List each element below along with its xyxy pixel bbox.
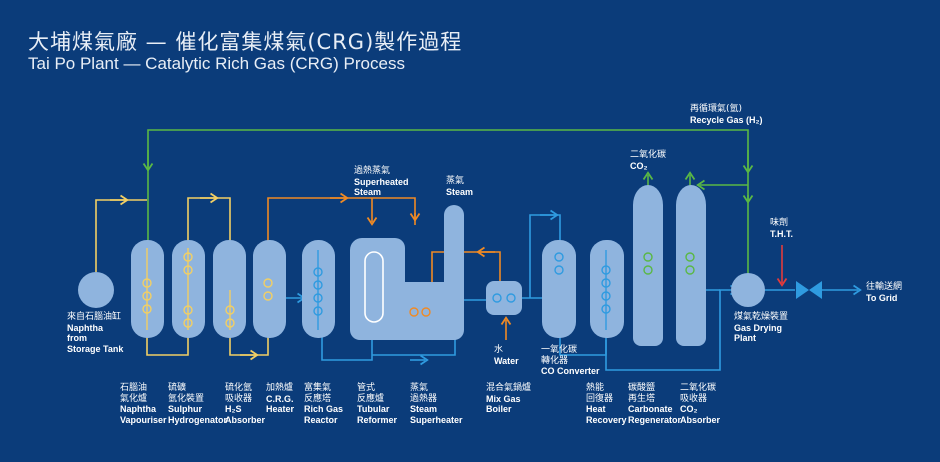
- valve-icon: [796, 281, 822, 299]
- title-english: Tai Po Plant — Catalytic Rich Gas (CRG) …: [28, 54, 405, 73]
- yellow-coils: [142, 248, 273, 330]
- vessels: [78, 185, 765, 346]
- blue-coils: [313, 250, 611, 330]
- tubular-reformer: [350, 205, 464, 340]
- heat-recovery: [590, 240, 624, 338]
- green-coils: [643, 252, 695, 275]
- h2s-absorber: [213, 240, 246, 338]
- reformer-tube: [364, 251, 384, 323]
- mix-gas-boiler: [486, 281, 522, 315]
- orange-coils: [409, 307, 431, 317]
- label-recycle-gas: 再循環氣(氫)Recycle Gas (H₂): [690, 104, 763, 125]
- co-converter: [542, 240, 576, 338]
- title-chinese: 大埔煤氣廠 — 催化富集煤氣(CRG)製作過程: [28, 30, 463, 54]
- gas-drying-plant: [731, 273, 765, 307]
- naphtha-storage-tank: [78, 272, 114, 308]
- gas-line: [285, 209, 862, 371]
- crg-heater: [253, 240, 286, 338]
